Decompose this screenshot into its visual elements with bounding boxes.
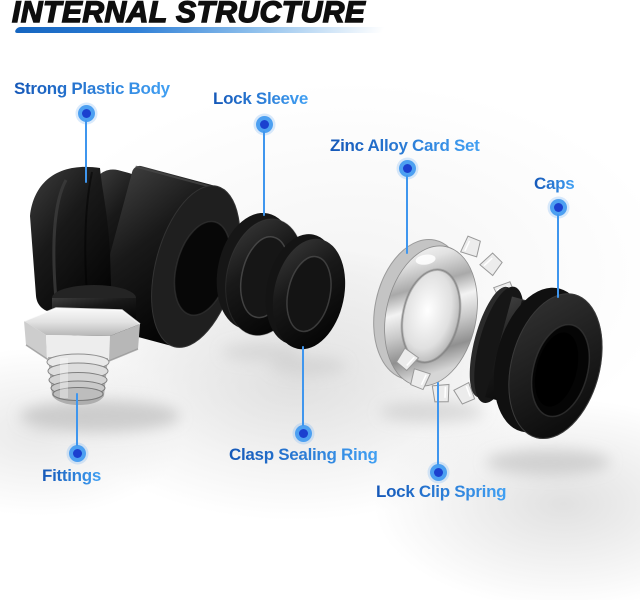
callout-line — [301, 346, 305, 426]
callout-line — [556, 214, 560, 298]
callout-dot — [77, 104, 95, 122]
callout-line — [436, 382, 440, 465]
spring-tooth — [395, 347, 420, 372]
callout-dot — [255, 115, 273, 133]
part-label-strong-plastic-body: Strong Plastic Body — [14, 79, 170, 98]
callout-line — [405, 175, 409, 254]
callout-dot — [68, 444, 86, 462]
fittings-part — [23, 307, 141, 405]
spring-tooth — [453, 381, 476, 405]
page-title: INTERNAL STRUCTURE — [11, 0, 366, 30]
callout-dot — [429, 463, 447, 481]
part-label-zinc-alloy-card-set: Zinc Alloy Card Set — [330, 136, 480, 155]
contact-shadows — [20, 343, 610, 475]
clasp-sealing-ring-part — [265, 234, 346, 350]
callout-dot — [549, 198, 567, 216]
callout-dot — [294, 424, 312, 442]
zinc-alloy-card-set-part — [373, 239, 478, 387]
part-label-lock-clip-spring: Lock Clip Spring — [376, 482, 507, 501]
callout-dot — [398, 159, 416, 177]
strong-plastic-body-part — [30, 165, 241, 348]
spring-tooth — [459, 235, 481, 258]
callout-line — [84, 120, 88, 183]
callout-line — [262, 131, 266, 216]
callout-line — [75, 393, 79, 446]
caps-part — [469, 286, 603, 440]
part-label-fittings: Fittings — [42, 466, 101, 485]
spring-tooth — [479, 252, 503, 277]
part-label-lock-sleeve: Lock Sleeve — [213, 89, 308, 108]
threaded-stud — [46, 353, 110, 405]
spring-tooth — [410, 368, 432, 391]
part-label-caps: Caps — [534, 174, 575, 193]
hex-nut — [23, 307, 141, 362]
part-label-clasp-sealing-ring: Clasp Sealing Ring — [229, 445, 378, 464]
